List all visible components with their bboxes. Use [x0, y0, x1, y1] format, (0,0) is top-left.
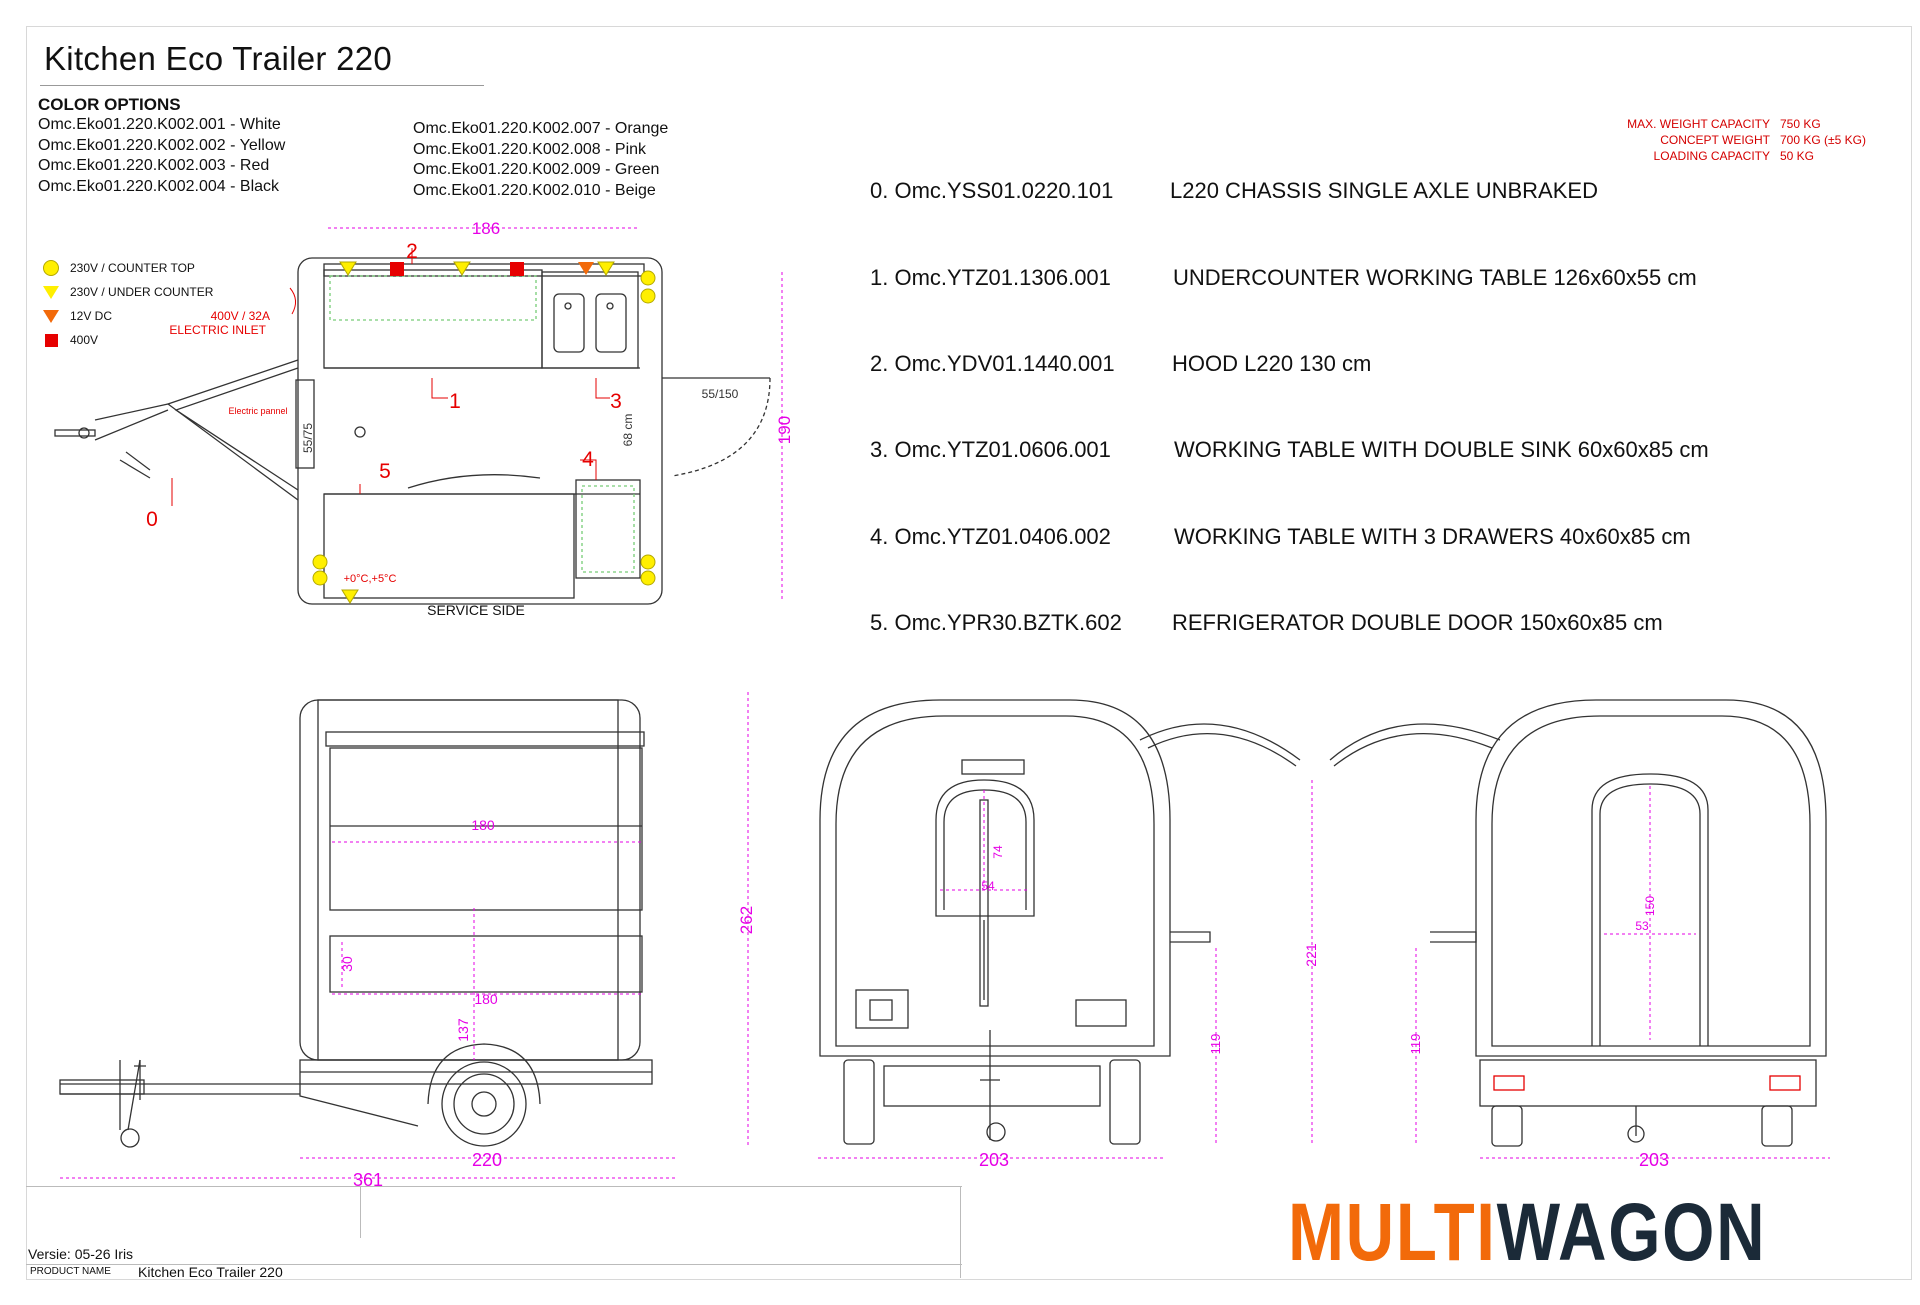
- rear-window-height-label: 74: [991, 845, 1005, 859]
- yellow-circle-icon: [312, 570, 328, 586]
- color-options-heading: COLOR OPTIONS: [38, 95, 181, 114]
- yellow-circle-icon: [640, 570, 656, 586]
- front-total-height-label: 221: [1303, 943, 1319, 967]
- title-block-border: [26, 1264, 962, 1265]
- color-option: Omc.Eko01.220.K002.007 - Orange: [413, 120, 669, 137]
- yellow-circle-icon: [312, 554, 328, 570]
- front-dimension-labels: 53 150 221 119 203: [1303, 896, 1669, 1170]
- side-view: [59, 699, 653, 1148]
- color-option: Omc.Eko01.220.K002.001 - White: [38, 116, 281, 133]
- yellow-triangle-icon: [453, 261, 471, 276]
- color-option: Omc.Eko01.220.K002.002 - Yellow: [38, 136, 286, 154]
- yellow-triangle-icon: [339, 261, 357, 276]
- yellow-circle-icon: [640, 288, 656, 304]
- total-height-label: 262: [737, 906, 756, 934]
- window-width-label: 180: [471, 817, 495, 833]
- plan-dimension-labels: 186 190: [472, 219, 794, 444]
- electric-panel-label: Electric pannel: [228, 406, 287, 416]
- orange-triangle-icon: [43, 309, 59, 323]
- front-width-label: 203: [1639, 1150, 1669, 1170]
- red-square-icon: [390, 262, 404, 276]
- service-side-label: SERVICE SIDE: [427, 602, 525, 618]
- product-name-caption: PRODUCT NAME: [30, 1266, 111, 1277]
- total-length-label: 361: [353, 1170, 383, 1190]
- legend-item: 230V / COUNTER TOP: [40, 256, 213, 280]
- electrical-legend: 230V / COUNTER TOP 230V / UNDER COUNTER …: [40, 256, 213, 352]
- title-block-border: [960, 1186, 961, 1278]
- front-floor-height-label: 119: [1408, 1034, 1423, 1055]
- plan-view: [54, 257, 771, 605]
- inlet-label: ELECTRIC INLET: [169, 323, 266, 337]
- capacity-labels: MAX. WEIGHT CAPACITY CONCEPT WEIGHT LOAD…: [1627, 117, 1770, 163]
- title-block-border: [26, 1186, 962, 1187]
- color-options-left: Omc.Eko01.220.K002.001 - White Omc.Eko01…: [38, 115, 285, 197]
- callout-3: 3: [610, 390, 622, 413]
- capacity-values: 750 KG 700 KG (±5 KG) 50 KG: [1780, 117, 1866, 163]
- floor-height-label: 137: [455, 1018, 471, 1042]
- orange-triangle-icon: [578, 262, 594, 275]
- callout-numbers: 0 1 2 3 4 5: [146, 240, 622, 531]
- front-view: [1329, 699, 1827, 1147]
- callout-4: 4: [582, 448, 594, 471]
- fridge-temperature-label: +0°C,+5°C: [344, 573, 397, 585]
- red-square-icon: [510, 262, 524, 276]
- callout-2: 2: [406, 240, 418, 263]
- yellow-circle-icon: [640, 554, 656, 570]
- door-size-label: 55/150: [702, 387, 739, 401]
- yellow-triangle-icon: [43, 285, 59, 299]
- plan-depth-label: 190: [775, 416, 794, 444]
- rear-floor-height-label: 119: [1208, 1034, 1223, 1055]
- yellow-triangle-icon: [341, 589, 359, 604]
- yellow-circle-icon: [640, 270, 656, 286]
- front-door-width-label: 53: [1635, 919, 1649, 933]
- product-name: Kitchen Eco Trailer 220: [138, 1264, 283, 1280]
- callout-0: 0: [146, 508, 158, 531]
- legend-item: 230V / UNDER COUNTER: [40, 280, 213, 304]
- callout-5: 5: [379, 460, 391, 483]
- plan-width-label: 186: [472, 219, 500, 238]
- color-option: Omc.Eko01.220.K002.010 - Beige: [413, 181, 656, 199]
- legend-item: 12V DC: [40, 304, 213, 328]
- side-door-size-label: 55/75: [301, 423, 315, 453]
- color-options-right: Omc.Eko01.220.K002.007 - Orange Omc.Eko0…: [413, 119, 668, 201]
- counter-height-label: 30: [339, 956, 355, 972]
- rear-width-label: 203: [979, 1150, 1009, 1170]
- title-block-border: [360, 1186, 361, 1238]
- inlet-label: 400V / 32A: [211, 309, 270, 323]
- drawing-frame: [26, 26, 1912, 1280]
- callout-1: 1: [449, 390, 461, 413]
- rear-view: [819, 699, 1301, 1145]
- color-option: Omc.Eko01.220.K002.003 - Red: [38, 157, 270, 174]
- front-door-height-label: 150: [1643, 896, 1657, 916]
- legend-item: 400V: [40, 328, 213, 352]
- yellow-circle-icon: [43, 260, 59, 276]
- counter-width-label: 180: [474, 991, 498, 1007]
- color-option: Omc.Eko01.220.K002.004 - Black: [38, 177, 280, 195]
- red-square-icon: [44, 333, 58, 347]
- rear-window-width-label: 54: [981, 879, 995, 893]
- callout-leaders: [171, 248, 610, 506]
- color-option: Omc.Eko01.220.K002.008 - Pink: [413, 140, 647, 158]
- electrical-symbols: [312, 261, 656, 604]
- side-dimension-labels: 180 180 30 137 262 220 361: [339, 817, 756, 1190]
- multiwagon-logo: MULTIWAGON: [1288, 1187, 1767, 1278]
- dimension-lines: [60, 227, 1830, 1179]
- inner-depth-label: 68 cm: [621, 414, 635, 447]
- drawing-title: Kitchen Eco Trailer 220: [44, 40, 393, 77]
- body-length-label: 220: [472, 1150, 502, 1170]
- title-underline: [40, 85, 484, 86]
- version-label: Versie: 05-26 Iris: [28, 1246, 134, 1262]
- rear-dimension-labels: 54 74 119 203: [979, 845, 1223, 1170]
- yellow-triangle-icon: [597, 261, 615, 276]
- color-option: Omc.Eko01.220.K002.009 - Green: [413, 161, 660, 178]
